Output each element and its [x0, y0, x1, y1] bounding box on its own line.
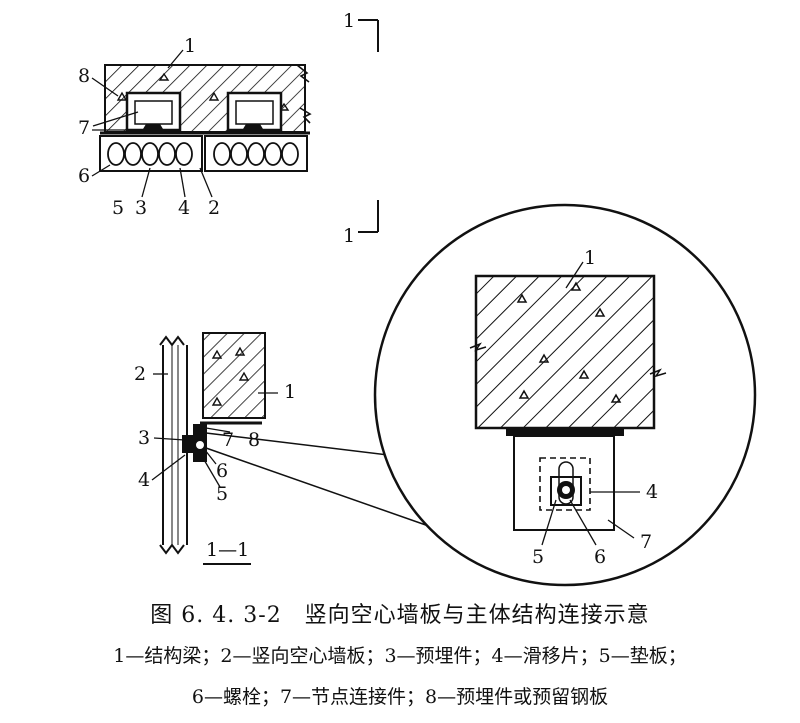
figure-legend-line-1: 1—结构梁；2—竖向空心墙板；3—预埋件；4—滑移片；5—垫板； — [113, 645, 687, 667]
figure-title: 图 6. 4. 3-2 竖向空心墙板与主体结构连接示意 — [150, 603, 650, 628]
plan-label-7: 7 — [78, 117, 90, 139]
section-mark-bottom-label: 1 — [343, 225, 355, 247]
section-label-4: 4 — [138, 469, 150, 491]
plan-label-3: 3 — [135, 197, 147, 219]
section-view: 2 1 3 7 8 4 6 5 1—1 — [134, 332, 441, 565]
section-label-1: 1 — [284, 381, 296, 403]
detail-embedded-plate — [506, 428, 624, 436]
detail-washer — [550, 476, 582, 506]
figure-legend-line-2: 6—螺栓；7—节点连接件；8—预埋件或预留钢板 — [191, 686, 609, 708]
section-mark-bottom — [358, 200, 379, 233]
detail-label-5: 5 — [532, 546, 544, 568]
detail-callout-lines — [205, 432, 441, 531]
section-leaders — [151, 373, 278, 488]
plan-label-5: 5 — [112, 197, 124, 219]
plan-leaders — [91, 49, 213, 198]
plan-label-2: 2 — [208, 197, 220, 219]
section-wall-panel — [159, 335, 188, 555]
plan-node-connector-right — [226, 91, 283, 132]
section-label-5: 5 — [216, 483, 228, 505]
plan-label-8: 8 — [78, 65, 90, 87]
detail-leaders — [541, 261, 640, 546]
plan-view: 1 1 1 8 7 6 5 3 4 2 — [78, 10, 379, 247]
section-title: 1—1 — [206, 539, 249, 561]
plan-label-6: 6 — [78, 165, 90, 187]
detail-label-4: 4 — [646, 481, 658, 503]
detail-label-6: 6 — [594, 546, 606, 568]
section-structural-beam — [202, 332, 266, 419]
section-label-2: 2 — [134, 363, 146, 385]
plan-bolt-right — [240, 124, 266, 134]
plan-label-4: 4 — [178, 197, 190, 219]
detail-sliding-plate — [539, 457, 591, 511]
section-label-3: 3 — [138, 427, 150, 449]
section-label-7: 7 — [222, 429, 234, 451]
detail-structural-beam — [469, 274, 667, 430]
section-label-6: 6 — [216, 460, 228, 482]
connection-diagram: 1 1 1 8 7 6 5 3 4 2 — [78, 10, 757, 587]
section-node-connector — [182, 424, 207, 462]
detail-view: 1 4 7 5 6 — [373, 203, 757, 587]
section-mark-top — [358, 19, 379, 52]
detail-label-1: 1 — [584, 247, 596, 269]
section-label-8: 8 — [248, 429, 260, 451]
detail-label-7: 7 — [640, 531, 652, 553]
plan-label-1: 1 — [184, 35, 196, 57]
plan-bolt-left — [140, 124, 166, 134]
plan-hollow-wall-panels — [99, 135, 308, 172]
section-mark-top-label: 1 — [343, 10, 355, 32]
